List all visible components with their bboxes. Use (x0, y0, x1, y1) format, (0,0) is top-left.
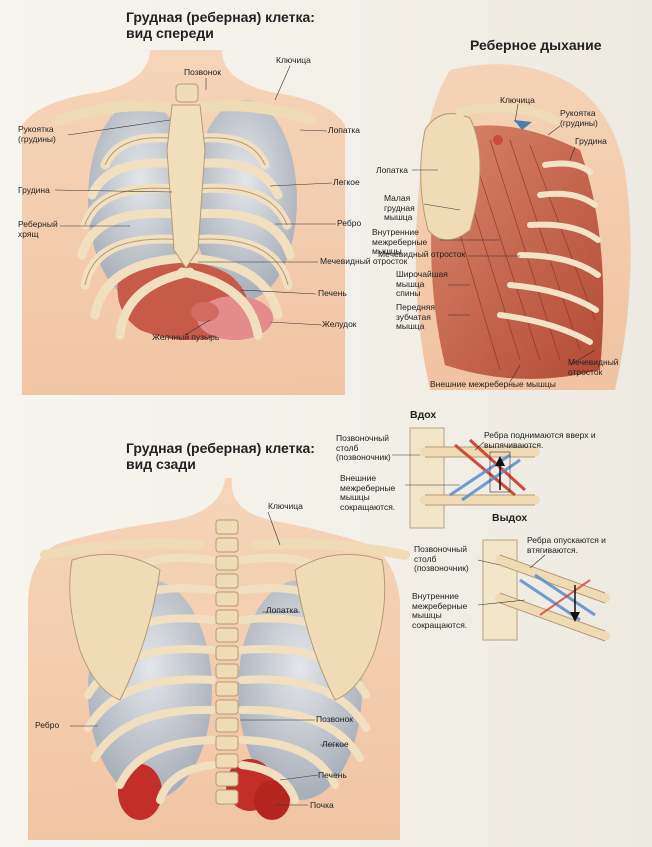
label-breathing-malaya: Малая грудная мышца (384, 193, 415, 222)
inhale-spine-label: Позвоночный столб (позвоночник) (336, 433, 391, 462)
label-back-lopatka: Лопатка (266, 605, 298, 615)
label-front-zhelchnyy: Желчный пузырь (152, 332, 220, 342)
inhale-title: Вдох (410, 409, 437, 421)
label-front-pechen: Печень (318, 288, 347, 298)
label-back-rebro: Ребро (35, 720, 60, 730)
label-front-klyuchitsa: Ключица (276, 55, 311, 65)
rib-breathing-muscles-illustration (415, 64, 631, 390)
label-breathing-klyuchitsa: Ключица (500, 95, 535, 105)
exhale-note: Ребра опускаются и втягиваются. (527, 535, 606, 555)
label-back-pozvonok: Позвонок (316, 714, 353, 724)
label-front-grudina: Грудина (18, 185, 50, 195)
label-back-legkoe: Легкое (322, 739, 349, 749)
label-front-legkoe: Легкое (333, 177, 360, 187)
front-title: Грудная (реберная) клетка: вид спереди (126, 9, 315, 41)
exhale-spine-label: Позвоночный столб (позвоночник) (414, 544, 469, 573)
label-front-rebernyy-hryash: Реберный хрящ (18, 219, 58, 239)
label-front-pozvonok: Позвонок (184, 67, 221, 77)
label-back-klyuchitsa: Ключица (268, 501, 303, 511)
label-breathing-perednyaya: Передняя зубчатая мышца (396, 302, 435, 331)
label-breathing-vneshnie: Внешние межреберные мышцы (430, 379, 556, 389)
breathing-title: Реберное дыхание (470, 37, 602, 53)
label-breathing-mechevidnyy2: Мечевидный отросток (568, 357, 619, 377)
breathing-leader-lines (412, 103, 596, 383)
label-front-lopatka: Лопатка (328, 125, 360, 135)
exhale-title: Выдох (492, 512, 528, 524)
label-front-mechevidnyy: Мечевидный отросток (320, 256, 408, 266)
label-breathing-vnutrennie: Внутренние межреберные мышцы (372, 227, 428, 256)
label-front-zheludok: Желудок (322, 319, 357, 329)
label-breathing-rukoyatka: Рукоятка (грудины) (560, 108, 598, 128)
label-back-pochka: Почка (310, 800, 334, 810)
back-rib-cage-illustration (28, 478, 410, 840)
label-breathing-mechevidnyy: Мечевидный отросток (378, 249, 466, 259)
label-breathing-lopatka: Лопатка (376, 165, 408, 175)
exhale-muscles-label: Внутренние межреберные мышцы сокращаются… (412, 591, 468, 630)
front-leader-lines (54, 65, 336, 336)
label-breathing-grudina: Грудина (575, 136, 607, 146)
back-title: Грудная (реберная) клетка: вид сзади (126, 440, 315, 472)
label-front-rukoyatka: Рукоятка (грудины) (18, 124, 56, 144)
label-front-rebro: Ребро (337, 218, 362, 228)
back-leader-lines (70, 511, 345, 806)
front-rib-cage-illustration (22, 50, 345, 395)
label-back-pechen: Печень (318, 770, 347, 780)
label-breathing-shirochayshaya: Широчайшая мышца спины (396, 269, 448, 298)
inhale-note: Ребра поднимаются вверх и выпячиваются. (484, 430, 596, 450)
inhale-muscles-label: Внешние межреберные мышцы сокращаются. (340, 473, 396, 512)
exhale-diagram (482, 539, 610, 642)
inhale-diagram (409, 427, 540, 529)
